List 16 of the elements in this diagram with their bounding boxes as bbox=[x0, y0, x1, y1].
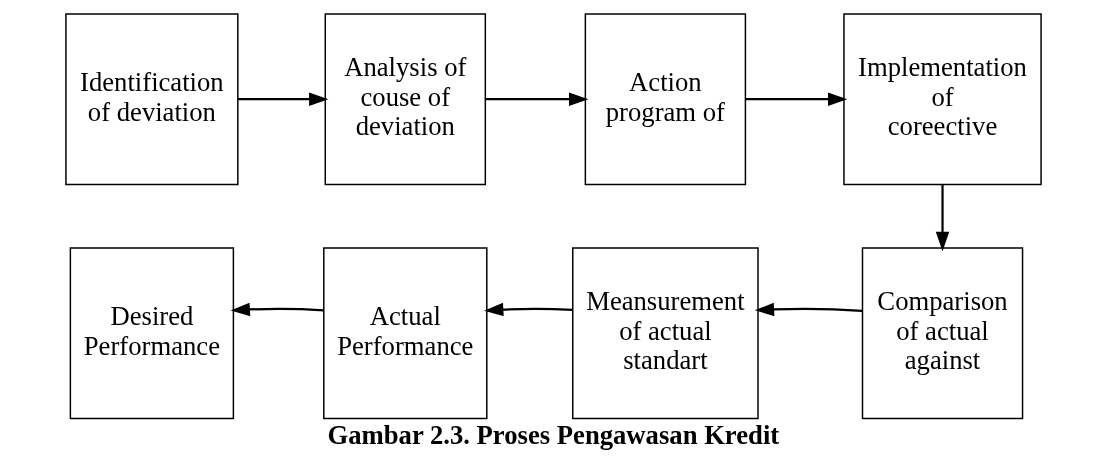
node-box: Identification of deviation bbox=[64, 13, 239, 186]
node-box: Actual Performance bbox=[322, 247, 488, 420]
node-box: Action program of bbox=[584, 13, 746, 186]
node-box: Desired Performance bbox=[69, 247, 234, 420]
arrow bbox=[744, 92, 847, 106]
arrow bbox=[237, 92, 328, 106]
arrow bbox=[485, 92, 588, 106]
node-box: Analysis of couse of deviation bbox=[324, 13, 486, 186]
arrow bbox=[483, 302, 572, 317]
caption: Gambar 2.3. Proses Pengawasan Kredit bbox=[327, 420, 779, 451]
node-box: Comparison of actual against bbox=[861, 247, 1023, 420]
node-box: Meansurement of actual standart bbox=[571, 247, 759, 420]
arrow bbox=[230, 302, 324, 317]
arrow bbox=[754, 302, 862, 317]
arrow bbox=[935, 184, 949, 252]
node-box: Implementation of coreective bbox=[842, 13, 1042, 186]
